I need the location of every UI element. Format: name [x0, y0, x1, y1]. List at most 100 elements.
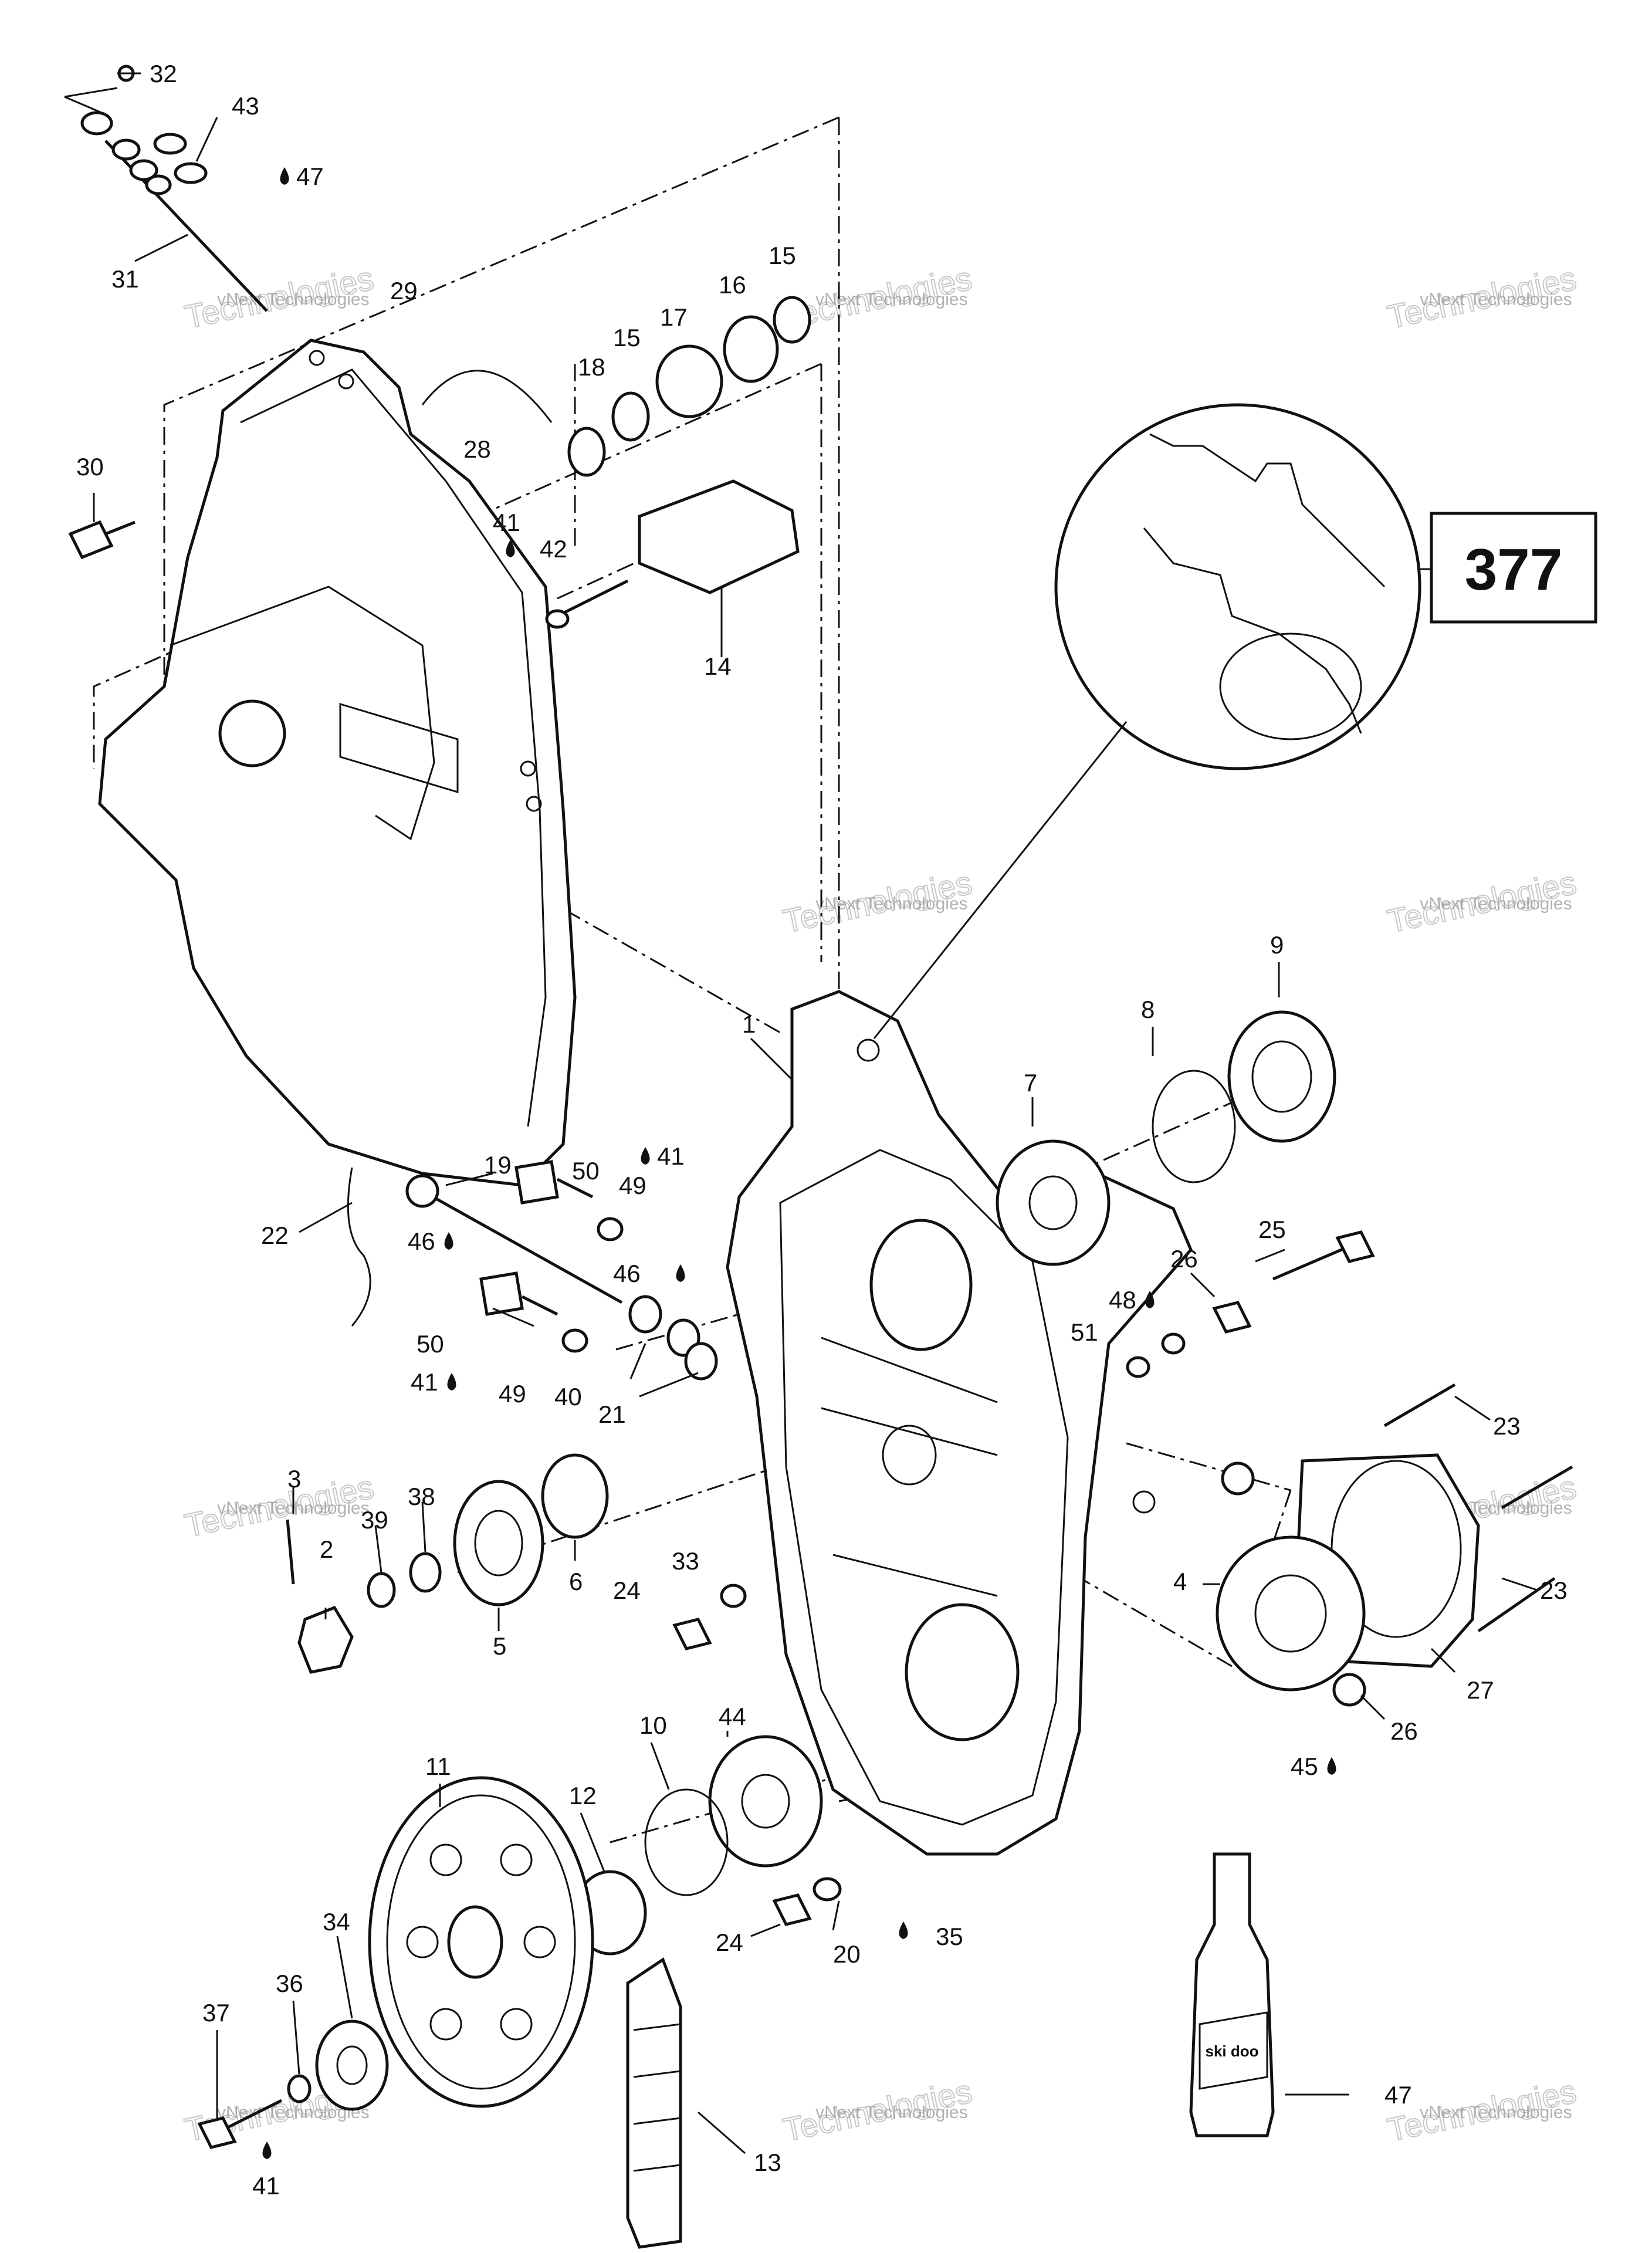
- callout-50-b: 50: [417, 1330, 444, 1358]
- callout-11: 11: [425, 1753, 451, 1780]
- callout-24-b: 24: [716, 1929, 743, 1956]
- oil-drop-icon: [506, 540, 515, 557]
- callout-13: 13: [754, 2149, 781, 2176]
- callout-46-b: 46: [613, 1260, 641, 1287]
- callout-24: 24: [613, 1577, 641, 1604]
- callout-50: 50: [572, 1157, 600, 1185]
- callout-51: 51: [1071, 1318, 1098, 1346]
- svg-text:vNext Technologies: vNext Technologies: [815, 2103, 968, 2122]
- callout-3: 3: [287, 1465, 301, 1493]
- drive-chain: [626, 1957, 682, 2249]
- callout-47: 47: [296, 163, 324, 190]
- reference-number: 377: [1465, 537, 1563, 603]
- callout-12: 12: [569, 1782, 597, 1809]
- callout-46: 46: [408, 1227, 435, 1255]
- callout-49-b: 49: [499, 1380, 526, 1408]
- right-cover-parts: [1126, 1230, 1573, 1707]
- svg-text:vNext Technologies: vNext Technologies: [1420, 290, 1572, 309]
- callout-40: 40: [554, 1383, 582, 1410]
- callout-42: 42: [540, 535, 567, 563]
- callout-20: 20: [833, 1940, 861, 1968]
- chaincase-housing: [726, 990, 1193, 1856]
- callout-21: 21: [598, 1400, 626, 1428]
- oil-drop-icon: [1327, 1757, 1336, 1775]
- callout-35: 35: [936, 1923, 963, 1950]
- svg-text:vNext Technologies: vNext Technologies: [1420, 894, 1572, 914]
- callout-43: 43: [232, 92, 259, 120]
- watermark-12: Technologies vNext Technologies: [1383, 2072, 1580, 2149]
- svg-text:vNext Technologies: vNext Technologies: [815, 290, 968, 309]
- bottle-brand: ski doo: [1205, 2042, 1258, 2060]
- callout-15: 15: [613, 324, 641, 351]
- callout-29: 29: [390, 277, 418, 305]
- watermark-3: Technologies vNext Technologies: [1383, 259, 1580, 336]
- callout-36: 36: [276, 1970, 303, 1997]
- callout-8: 8: [1141, 996, 1155, 1023]
- middle-bolts: [347, 1160, 718, 1381]
- upper-bearing-stack: [68, 296, 811, 629]
- oil-drop-icon: [676, 1264, 685, 1282]
- callout-33: 33: [672, 1547, 699, 1575]
- oil-drop-icon: [641, 1147, 650, 1165]
- callout-14: 14: [704, 652, 732, 680]
- callout-7: 7: [1024, 1069, 1037, 1097]
- callout-16: 16: [719, 271, 746, 299]
- oil-drop-icon: [447, 1373, 456, 1391]
- callout-28: 28: [463, 435, 491, 463]
- callout-18: 18: [578, 353, 605, 381]
- callout-41-b: 41: [657, 1142, 685, 1170]
- oil-drop-icon: [444, 1232, 453, 1250]
- svg-text:vNext Technologies: vNext Technologies: [1420, 2103, 1572, 2122]
- svg-text:vNext Technologies: vNext Technologies: [217, 290, 370, 309]
- callout-44: 44: [719, 1703, 746, 1730]
- callout-41: 41: [493, 509, 520, 536]
- watermark-7: Technologies vNext Technologies: [181, 1467, 377, 1545]
- watermark-11: Technologies vNext Technologies: [779, 2072, 976, 2149]
- callout-10: 10: [639, 1711, 667, 1739]
- callout-48: 48: [1109, 1286, 1136, 1314]
- oil-drop-icon: [262, 2142, 272, 2159]
- large-sprocket-parts: [197, 1735, 842, 2149]
- oil-drop-icon: [1145, 1291, 1155, 1308]
- callout-45: 45: [1291, 1753, 1318, 1780]
- callout-23-b: 23: [1540, 1577, 1568, 1604]
- oil-drop-icon: [280, 167, 289, 185]
- detail-view: 377: [873, 403, 1597, 1039]
- callout-6: 6: [569, 1568, 583, 1595]
- watermark-1: Technologies vNext Technologies: [181, 259, 377, 336]
- callout-2: 2: [320, 1535, 333, 1563]
- watermark-6: Technologies vNext Technologies: [1383, 863, 1580, 941]
- watermark-5: Technologies vNext Technologies: [779, 863, 976, 941]
- callout-19: 19: [484, 1151, 512, 1179]
- callout-34: 34: [323, 1908, 350, 1936]
- callout-26-b: 26: [1390, 1717, 1418, 1745]
- callout-37: 37: [202, 1999, 230, 2027]
- callout-22: 22: [261, 1222, 289, 1249]
- callout-41-c: 41: [411, 1368, 438, 1396]
- callout-15-b: 15: [769, 242, 796, 269]
- oil-bottle: ski doo: [1189, 1852, 1275, 2137]
- callout-25: 25: [1258, 1216, 1286, 1243]
- oil-drop-icon: [899, 1922, 908, 1939]
- callout-39: 39: [361, 1506, 388, 1534]
- callout-31: 31: [111, 265, 139, 293]
- callout-9: 9: [1270, 931, 1284, 959]
- callout-26: 26: [1170, 1245, 1198, 1273]
- callout-17: 17: [660, 303, 688, 331]
- callout-4: 4: [1173, 1568, 1187, 1595]
- leader-lines: [93, 72, 1538, 2154]
- callout-30: 30: [76, 453, 104, 481]
- callout-labels: 32 43 47 31 29 30 28 18 15 17 16 15 41 4…: [76, 60, 1568, 2200]
- callout-23: 23: [1493, 1412, 1521, 1440]
- small-drive-gear-parts: [286, 1453, 747, 1674]
- callout-27: 27: [1467, 1676, 1494, 1704]
- callout-49: 49: [619, 1172, 646, 1199]
- callout-38: 38: [408, 1483, 435, 1510]
- callout-47-b: 47: [1384, 2081, 1412, 2109]
- svg-text:vNext Technologies: vNext Technologies: [815, 894, 968, 914]
- callout-32: 32: [150, 60, 177, 87]
- oil-drop-icons: [262, 167, 1336, 2159]
- chaincase-cover: [98, 339, 577, 1187]
- right-upper-bearings: [996, 1010, 1336, 1266]
